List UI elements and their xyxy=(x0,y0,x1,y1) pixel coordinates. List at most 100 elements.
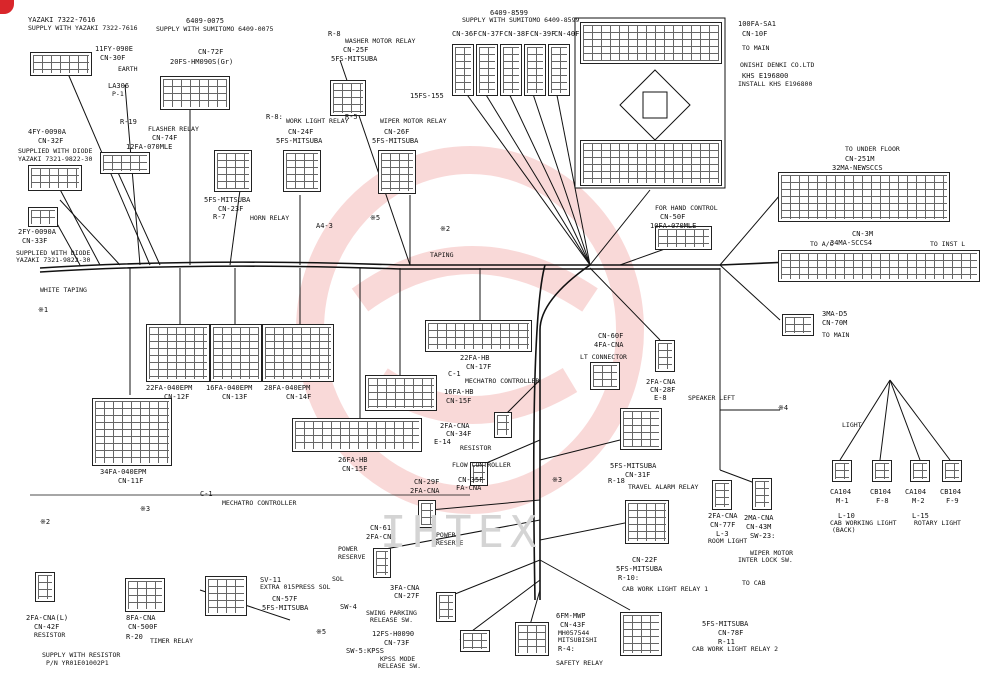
label-r11: R-11 xyxy=(718,638,735,646)
label-cn22f: CN-22F xyxy=(632,556,658,564)
label-c1-b: C-1 xyxy=(200,490,213,498)
label-cn30f: CN-30F xyxy=(100,54,126,62)
label-m1: M-1 xyxy=(836,497,849,505)
label-cn43f-part: 6FM-MWP xyxy=(556,612,586,620)
label-back: (BACK) xyxy=(832,526,856,534)
label-to-ac: TO A/C xyxy=(810,240,834,248)
connector-cn39f xyxy=(524,44,546,96)
label-to-main-right: TO MAIN xyxy=(822,331,850,339)
connector-cn70m xyxy=(782,314,814,336)
connector-cn29f xyxy=(418,500,436,528)
label-cab-work-light-1: CAB WORK LIGHT RELAY 1 xyxy=(622,585,709,593)
label-cn72f: CN-72F xyxy=(198,48,224,56)
label-f8: F-8 xyxy=(876,497,889,505)
watermark-text: IHTEX xyxy=(380,507,543,558)
label-cn74f-part: 12FA-070MLE xyxy=(126,143,173,151)
label-sol: SOL xyxy=(332,575,344,583)
label-resistor-left: RESISTOR xyxy=(34,631,66,639)
connector-cn43m xyxy=(752,478,772,510)
label-cn50f-part: 10FA-070MLE xyxy=(650,222,697,230)
connector-cn40f xyxy=(548,44,570,96)
connector-cn73f xyxy=(460,630,490,652)
connector-cn72f xyxy=(160,76,230,110)
label-white-taping: WHITE TAPING xyxy=(40,286,87,294)
label-yazaki-diode-bot: YAZAKI 7321-9822-30 xyxy=(16,256,91,264)
label-cn77f: CN-77F xyxy=(710,521,736,529)
label-onishi: ONISHI DENKI CO.LTD xyxy=(740,61,815,69)
label-mechatro-b: MECHATRO CONTROLLER xyxy=(222,499,297,507)
connector-cn13f xyxy=(210,324,262,382)
label-e14: E-14 xyxy=(434,438,451,446)
label-taping: TAPING xyxy=(430,251,454,259)
label-cn11f-part: 34FA-040EPM xyxy=(100,468,147,476)
label-cn42f-part: 2FA-CNA(L) xyxy=(26,614,69,622)
label-l15: L-15 xyxy=(912,512,929,520)
label-cn31f-part: 5FS-MITSUBA xyxy=(610,462,657,470)
label-cn78f: CN-78F xyxy=(718,629,744,637)
label-cn50f: CN-50F xyxy=(660,213,686,221)
label-r18: R-18 xyxy=(608,477,625,485)
label-yazaki-diode-top: YAZAKI 7321-9822-30 xyxy=(18,155,93,163)
label-cn11f: CN-11F xyxy=(118,477,144,485)
connector-cn74f xyxy=(100,152,150,174)
label-cn10f-part: 100FA-SA1 xyxy=(738,20,776,28)
label-mark3: ※3 xyxy=(552,476,563,484)
label-mark4: ※4 xyxy=(778,404,789,412)
connector-ca104-m1 xyxy=(832,460,852,482)
label-mark5-b: ※5 xyxy=(316,628,327,636)
label-cn43m: CN-43M xyxy=(746,523,772,531)
label-flow-controller: FLOW CONTROLLER xyxy=(452,461,511,469)
label-to-cab: TO CAB xyxy=(742,579,766,587)
label-cab-work-light-2: CAB WORK LIGHT RELAY 2 xyxy=(692,645,779,653)
label-mark2: ※2 xyxy=(440,225,451,233)
label-kpss-mode: KPSS MODE xyxy=(380,655,416,663)
label-cn251m-part: 32MA-NEWSCCS xyxy=(832,164,883,172)
label-cn12f: CN-12F xyxy=(164,393,190,401)
connector-cn10f-grid-b xyxy=(580,140,722,186)
connector-cn500f xyxy=(125,578,165,612)
label-cn24f: CN-24F xyxy=(288,128,314,136)
label-r20: R-20 xyxy=(126,633,143,641)
label-supplied-diode-top: SUPPLIED WITH DIODE xyxy=(18,147,93,155)
label-release-sw-b: RELEASE SW. xyxy=(378,662,422,670)
label-mark3-b: ※3 xyxy=(140,505,151,513)
label-m2: M-2 xyxy=(912,497,925,505)
label-cn15f-b: CN-15F xyxy=(342,465,368,473)
label-sumitomo-mid: 6409-8599 xyxy=(490,9,528,17)
label-cn34f: CN-34F xyxy=(446,430,472,438)
label-cn23f: CN-23F xyxy=(218,205,244,213)
label-mark2-b: ※2 xyxy=(40,518,51,526)
label-cn78f-part: 5FS-MITSUBA xyxy=(702,620,749,628)
label-cn28f-part: 2FA-CNA xyxy=(646,378,676,386)
label-r4: R-4: xyxy=(558,645,575,653)
label-fs155: 15FS-155 xyxy=(410,92,444,100)
label-cn60f: CN-60F xyxy=(598,332,624,340)
label-supply-sumitomo-top: SUPPLY WITH SUMITOMO 6409-0075 xyxy=(156,25,274,33)
label-cn13f: CN-13F xyxy=(222,393,248,401)
label-sumitomo-top: 6409-0075 xyxy=(186,17,224,25)
label-c1-a: C-1 xyxy=(448,370,461,378)
label-cn38f: CN-38F xyxy=(504,30,530,38)
label-r8: R-8 xyxy=(328,30,341,38)
label-work-light-relay: WORK LIGHT RELAY xyxy=(286,117,349,125)
label-cn17f-part: 22FA-HB xyxy=(460,354,490,362)
label-cn30f-part: 11FY-090E xyxy=(95,45,133,53)
connector-cn61f xyxy=(373,548,391,578)
label-mark1: ※1 xyxy=(38,306,49,314)
connector-ca104-m2 xyxy=(910,460,930,482)
label-mwp: MH057544 xyxy=(558,629,590,637)
label-mark5: ※5 xyxy=(370,214,381,222)
label-cn57f: CN-57F xyxy=(272,595,298,603)
label-flasher-relay: FLASHER RELAY xyxy=(148,125,199,133)
connector-cn50f xyxy=(655,226,712,250)
label-cn15f-a: CN-15F xyxy=(446,397,472,405)
label-wiper-motor-relay: WIPER MOTOR RELAY xyxy=(380,117,447,125)
label-speaker-left: SPEAKER LEFT xyxy=(688,394,735,402)
label-cn3m: CN-3M xyxy=(852,230,874,238)
label-cn74f: CN-74F xyxy=(152,134,178,142)
label-l3: L-3 xyxy=(716,530,729,538)
label-extra-press: EXTRA 015PRESS SOL xyxy=(260,583,331,591)
label-cn33f: CN-33F xyxy=(22,237,48,245)
label-cab-working-light: CAB WORKING LIGHT xyxy=(830,519,897,527)
label-fy0090a-bot: 2FY-0090A xyxy=(18,228,56,236)
